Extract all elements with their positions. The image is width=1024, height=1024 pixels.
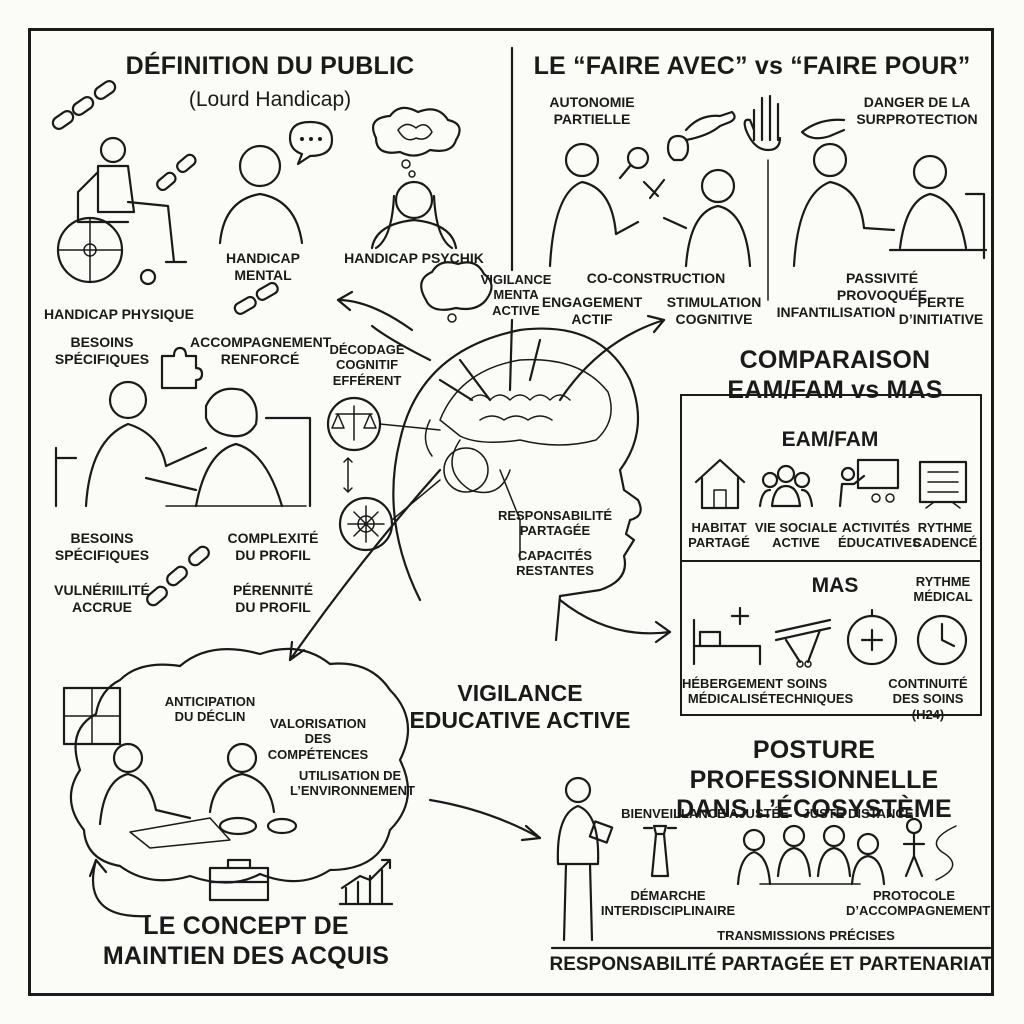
team-meeting-illustration bbox=[730, 826, 890, 890]
toolbox-icon bbox=[206, 854, 272, 904]
valorisation-label: VALORISATION DES COMPÉTENCES bbox=[254, 716, 382, 762]
maintien-title: LE CONCEPT DE MAINTIEN DES ACQUIS bbox=[96, 912, 396, 971]
path-person-icon bbox=[896, 816, 976, 886]
protocole-label: PROTOCOLE D’ACCOMPAGNEMENT bbox=[846, 888, 982, 919]
responsabilite-partenariat-label: RESPONSABILITÉ PARTAGÉE ET PARTENARIAT bbox=[548, 954, 994, 976]
demarche-label: DÉMARCHE INTERDISCIPLINAIRE bbox=[600, 888, 736, 919]
utilisation-environnement-label: UTILISATION DE L’ENVIRONNEMENT bbox=[290, 768, 410, 799]
lighthouse-icon bbox=[640, 820, 680, 880]
transmissions-label: TRANSMISSIONS PRÉCISES bbox=[716, 928, 896, 943]
anticipation-label: ANTICIPATION DU DÉCLIN bbox=[154, 694, 266, 725]
growth-chart-icon bbox=[336, 852, 396, 908]
